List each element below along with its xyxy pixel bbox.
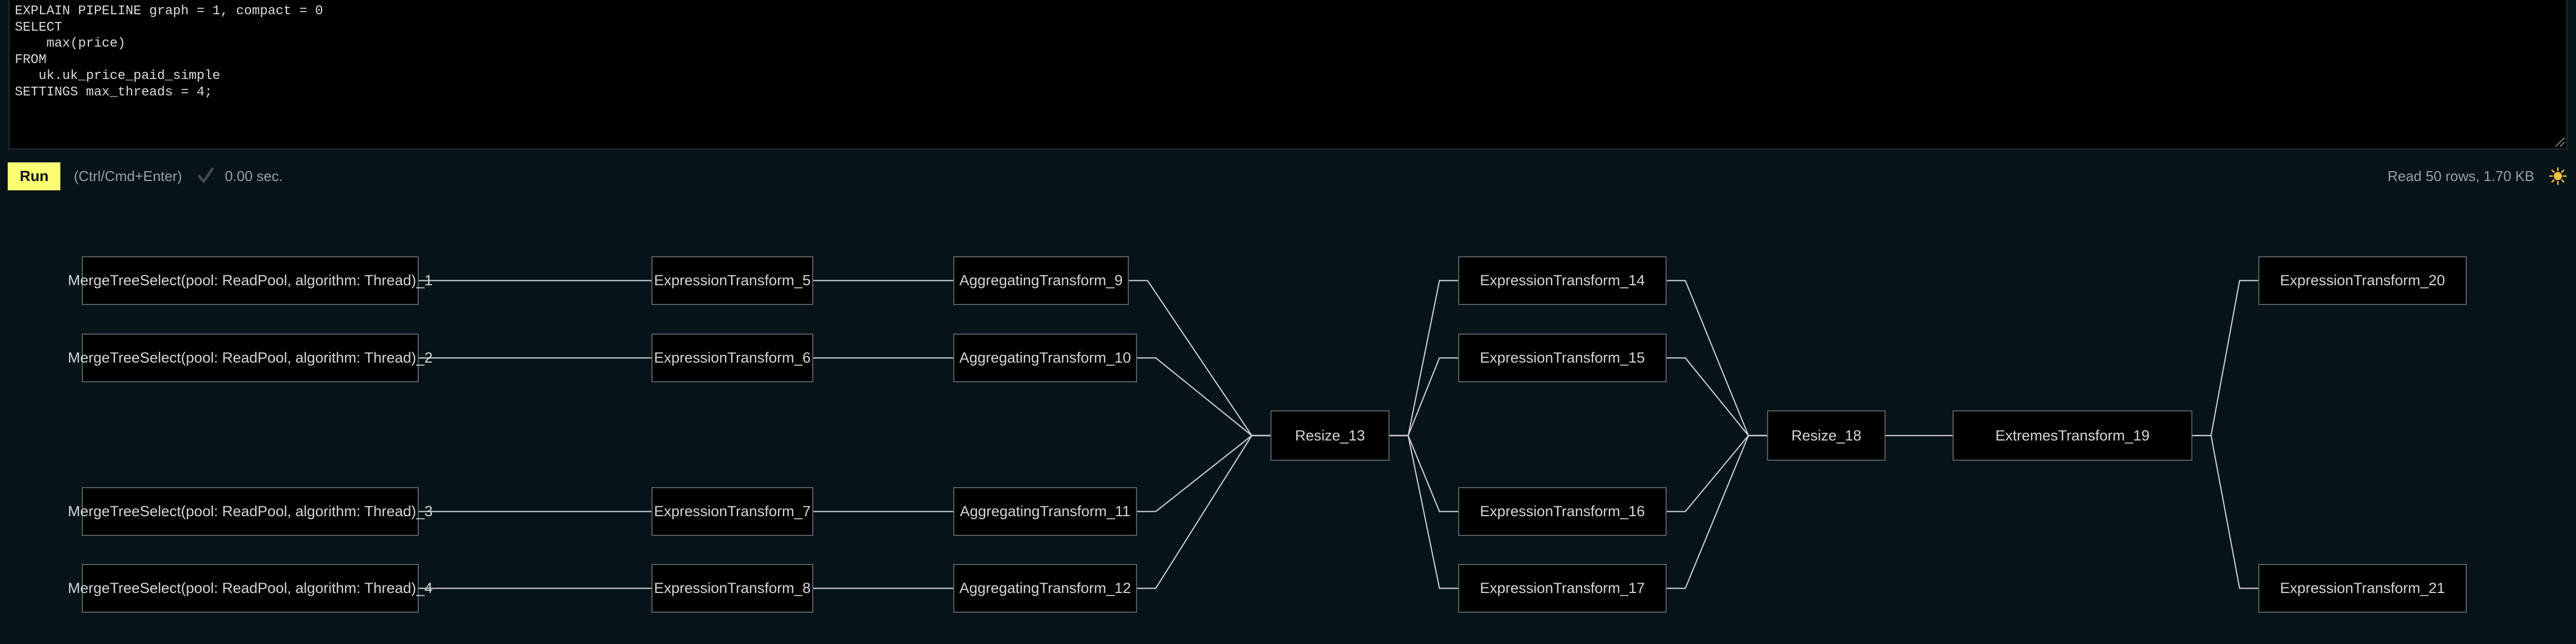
graph-node: MergeTreeSelect(pool: ReadPool, algorith… xyxy=(68,256,432,305)
graph-node-label: ExpressionTransform_21 xyxy=(2280,580,2445,596)
graph-node-label: ExpressionTransform_17 xyxy=(1480,580,1645,596)
graph-edge xyxy=(1667,434,1767,512)
graph-node-label: ExpressionTransform_8 xyxy=(654,580,811,596)
sun-icon[interactable] xyxy=(2549,167,2567,185)
graph-node-label: ExpressionTransform_6 xyxy=(654,349,811,366)
graph-node-label: ExpressionTransform_16 xyxy=(1480,503,1645,519)
graph-node-label: ExpressionTransform_14 xyxy=(1480,272,1645,289)
graph-node-label: ExpressionTransform_15 xyxy=(1480,349,1645,366)
graph-node-label: ExpressionTransform_5 xyxy=(654,272,811,289)
graph-edge xyxy=(1390,434,1458,589)
graph-node-label: MergeTreeSelect(pool: ReadPool, algorith… xyxy=(68,349,433,366)
graph-node: ExpressionTransform_14 xyxy=(1458,256,1667,305)
elapsed-time: 0.00 sec. xyxy=(224,167,283,184)
graph-node-label: AggregatingTransform_10 xyxy=(959,349,1131,366)
graph-node-label: MergeTreeSelect(pool: ReadPool, algorith… xyxy=(68,503,433,519)
graph-node-label: Resize_13 xyxy=(1295,427,1365,444)
graph-edge xyxy=(1390,434,1458,512)
run-button[interactable]: Run xyxy=(8,162,61,190)
graph-edge xyxy=(1137,434,1270,512)
pipeline-graph: MergeTreeSelect(pool: ReadPool, algorith… xyxy=(0,197,2576,644)
graph-node: Resize_18 xyxy=(1767,410,1886,461)
graph-node-label: MergeTreeSelect(pool: ReadPool, algorith… xyxy=(68,272,433,289)
graph-edge xyxy=(1667,434,1767,589)
graph-node: ExpressionTransform_17 xyxy=(1458,564,1667,613)
graph-node: ExpressionTransform_7 xyxy=(651,487,813,536)
graph-node-label: Resize_18 xyxy=(1791,427,1861,444)
sql-query-input[interactable] xyxy=(9,0,2567,149)
graph-edge xyxy=(1137,434,1270,589)
query-toolbar: Run (Ctrl/Cmd+Enter) 0.00 sec. Read 50 r… xyxy=(0,159,2576,193)
graph-node: ExpressionTransform_21 xyxy=(2258,564,2467,613)
graph-node-label: AggregatingTransform_12 xyxy=(959,580,1131,596)
graph-node: AggregatingTransform_9 xyxy=(953,256,1129,305)
sql-editor-container xyxy=(9,0,2567,149)
graph-edge xyxy=(2192,280,2258,437)
graph-edge xyxy=(1137,357,1270,437)
graph-node: AggregatingTransform_12 xyxy=(953,564,1137,613)
graph-node-label: AggregatingTransform_11 xyxy=(960,503,1130,519)
graph-node: ExpressionTransform_8 xyxy=(651,564,813,613)
graph-node-label: ExtremesTransform_19 xyxy=(1995,427,2150,444)
toolbar-right-group: Read 50 rows, 1.70 KB xyxy=(2388,167,2576,185)
graph-node: ExpressionTransform_5 xyxy=(651,256,813,305)
graph-node-label: MergeTreeSelect(pool: ReadPool, algorith… xyxy=(68,580,433,596)
graph-node: Resize_13 xyxy=(1270,410,1390,461)
graph-node: MergeTreeSelect(pool: ReadPool, algorith… xyxy=(68,564,432,613)
graph-node: ExpressionTransform_20 xyxy=(2258,256,2467,305)
graph-edge xyxy=(1390,357,1458,437)
graph-node-label: ExpressionTransform_7 xyxy=(654,503,811,519)
graph-node: ExtremesTransform_19 xyxy=(1953,410,2192,461)
graph-node: AggregatingTransform_11 xyxy=(953,487,1137,536)
run-shortcut-hint: (Ctrl/Cmd+Enter) xyxy=(74,167,182,184)
graph-edge xyxy=(2192,434,2258,589)
check-icon xyxy=(196,167,215,185)
graph-node: ExpressionTransform_6 xyxy=(651,334,813,382)
graph-node: MergeTreeSelect(pool: ReadPool, algorith… xyxy=(68,487,432,536)
graph-node: AggregatingTransform_10 xyxy=(953,334,1137,382)
graph-node: ExpressionTransform_15 xyxy=(1458,334,1667,382)
graph-edge xyxy=(1667,357,1767,437)
graph-node-label: ExpressionTransform_20 xyxy=(2280,272,2445,289)
graph-node: MergeTreeSelect(pool: ReadPool, algorith… xyxy=(68,334,432,382)
read-stats: Read 50 rows, 1.70 KB xyxy=(2387,167,2534,184)
pipeline-edges xyxy=(419,280,2258,589)
graph-node: ExpressionTransform_16 xyxy=(1458,487,1667,536)
graph-node-label: AggregatingTransform_9 xyxy=(959,272,1123,289)
